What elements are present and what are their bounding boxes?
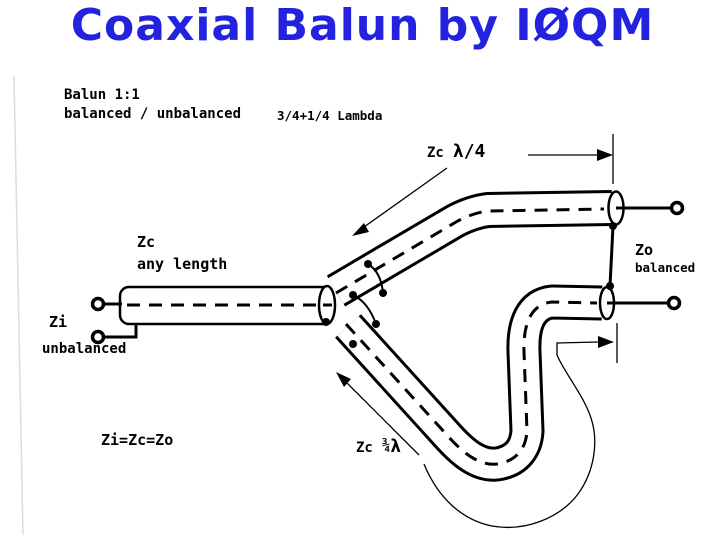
label-balun-ratio: Balun 1:1 (64, 87, 140, 103)
label-balun-mode: balanced / unbalanced (64, 106, 242, 122)
dimension-quarter-wave (352, 134, 614, 236)
shield-jumper (606, 222, 617, 290)
output-terminals (607, 200, 685, 311)
feed-end-cap (317, 284, 337, 326)
junction-dots (322, 260, 387, 348)
label-output-name: Zo (635, 241, 654, 259)
center-conductor-dashes (127, 207, 605, 466)
three-quarter-zc: Zc (356, 440, 373, 456)
label-equation: Zi=Zc=Zo (101, 431, 174, 449)
label-quarter-wave: Zc λ/4 (427, 141, 485, 162)
scan-border-line (13, 75, 24, 536)
label-output-mode: balanced (635, 260, 696, 275)
three-quarter-fraction: ¾ (381, 438, 391, 454)
dimension-three-quarter-wave (336, 323, 618, 528)
label-input-mode: unbalanced (42, 341, 127, 357)
label-lambda-note: 3/4+1/4 Lambda (277, 108, 383, 123)
label-three-quarter-wave: Zc ¾λ (356, 436, 401, 457)
label-feed-impedance: Zc (137, 233, 156, 251)
label-feed-length: any length (137, 255, 228, 273)
three-quarter-lambda: λ (390, 436, 402, 457)
slide-title: Coaxial Balun by IØQM (70, 0, 655, 51)
quarter-wave-length: λ/4 (452, 141, 486, 162)
quarter-wave-tube-body (328, 193, 613, 304)
quarter-wave-zc: Zc (427, 145, 444, 161)
label-input-name: Zi (49, 313, 68, 331)
input-terminals (90, 296, 138, 345)
